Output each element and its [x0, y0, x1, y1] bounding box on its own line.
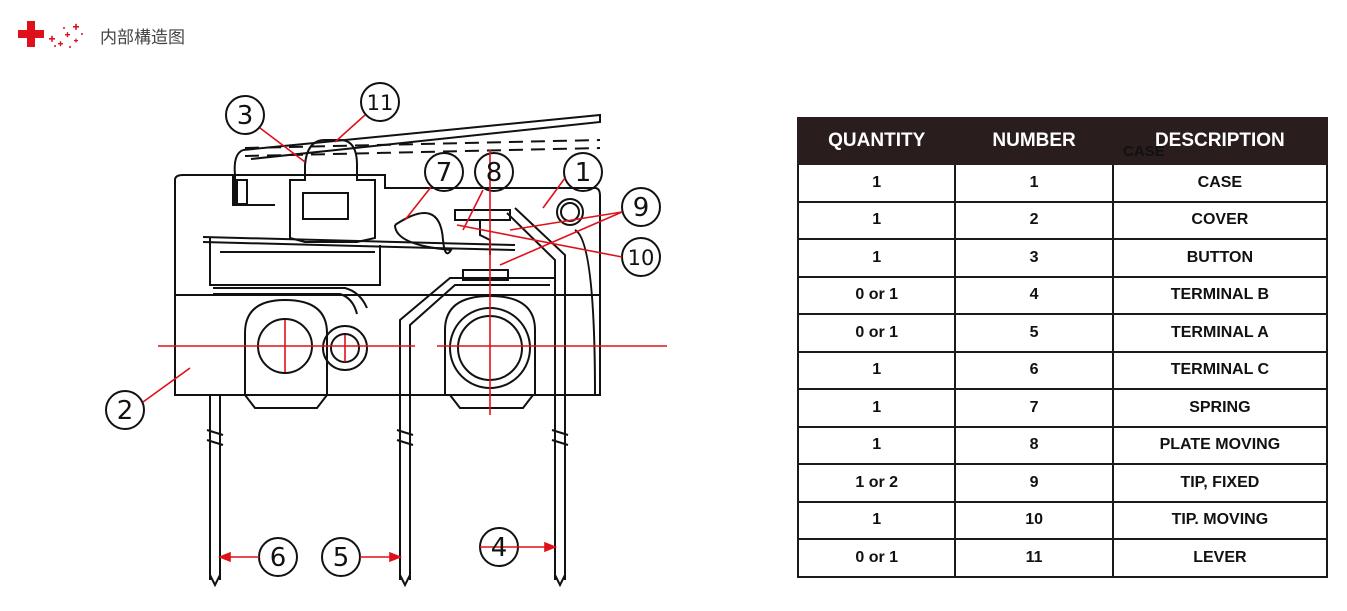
cell-quantity: 0 or 1 [796, 275, 957, 315]
cell-quantity: 1 [796, 200, 957, 240]
callout-11: 11 [367, 91, 394, 115]
cell-description: LEVER [1111, 538, 1329, 578]
cell-description: TIP. MOVING [1111, 500, 1329, 540]
cell-number: 3 [954, 238, 1114, 278]
cell-quantity: 1 [796, 350, 957, 390]
stray-case-label: CASE [1123, 143, 1165, 160]
cell-quantity: 1 [796, 238, 957, 278]
cell-quantity: 1 [796, 500, 957, 540]
header-quantity: QUANTITY [796, 117, 957, 165]
header-number: NUMBER [954, 117, 1114, 165]
cell-number: 5 [954, 313, 1114, 353]
cell-quantity: 1 [796, 425, 957, 465]
callout-6: 6 [270, 543, 287, 573]
header-description: DESCRIPTION [1111, 117, 1329, 165]
cell-number: 11 [954, 538, 1114, 578]
callout-10: 10 [628, 246, 655, 270]
page-header: 内部構造图 [18, 20, 185, 50]
cell-description: PLATE MOVING [1111, 425, 1329, 465]
cell-number: 6 [954, 350, 1114, 390]
cell-quantity: 0 or 1 [796, 538, 957, 578]
cell-number: 4 [954, 275, 1114, 315]
red-cross-sparkle-icon [18, 21, 83, 48]
cell-quantity: 1 or 2 [796, 463, 957, 503]
callout-9: 9 [633, 193, 650, 223]
cell-description: COVER [1111, 200, 1329, 240]
cell-description: TERMINAL A [1111, 313, 1329, 353]
callout-1: 1 [575, 158, 592, 188]
cell-description: TERMINAL B [1111, 275, 1329, 315]
cell-quantity: 1 [796, 163, 957, 203]
cell-description: TIP, FIXED [1111, 463, 1329, 503]
cell-number: 1 [954, 163, 1114, 203]
cell-number: 9 [954, 463, 1114, 503]
callout-4: 4 [491, 533, 508, 563]
callout-7: 7 [436, 158, 453, 188]
cell-number: 10 [954, 500, 1114, 540]
cell-number: 8 [954, 425, 1114, 465]
cell-description: CASE [1111, 163, 1329, 203]
callout-5: 5 [333, 543, 350, 573]
page-title: 内部構造图 [100, 27, 185, 48]
cell-quantity: 1 [796, 388, 957, 428]
table-header-row: QUANTITY NUMBER DESCRIPTION [796, 117, 1329, 165]
cell-description: SPRING [1111, 388, 1329, 428]
cell-quantity: 0 or 1 [796, 313, 957, 353]
cell-number: 2 [954, 200, 1114, 240]
cell-description: BUTTON [1111, 238, 1329, 278]
cell-description: TERMINAL C [1111, 350, 1329, 390]
cell-number: 7 [954, 388, 1114, 428]
switch-internal-structure-diagram: 1 2 3 4 5 6 7 8 9 10 11 [105, 82, 667, 588]
callout-2: 2 [117, 396, 134, 426]
callout-8: 8 [486, 158, 503, 188]
callout-3: 3 [237, 101, 254, 131]
